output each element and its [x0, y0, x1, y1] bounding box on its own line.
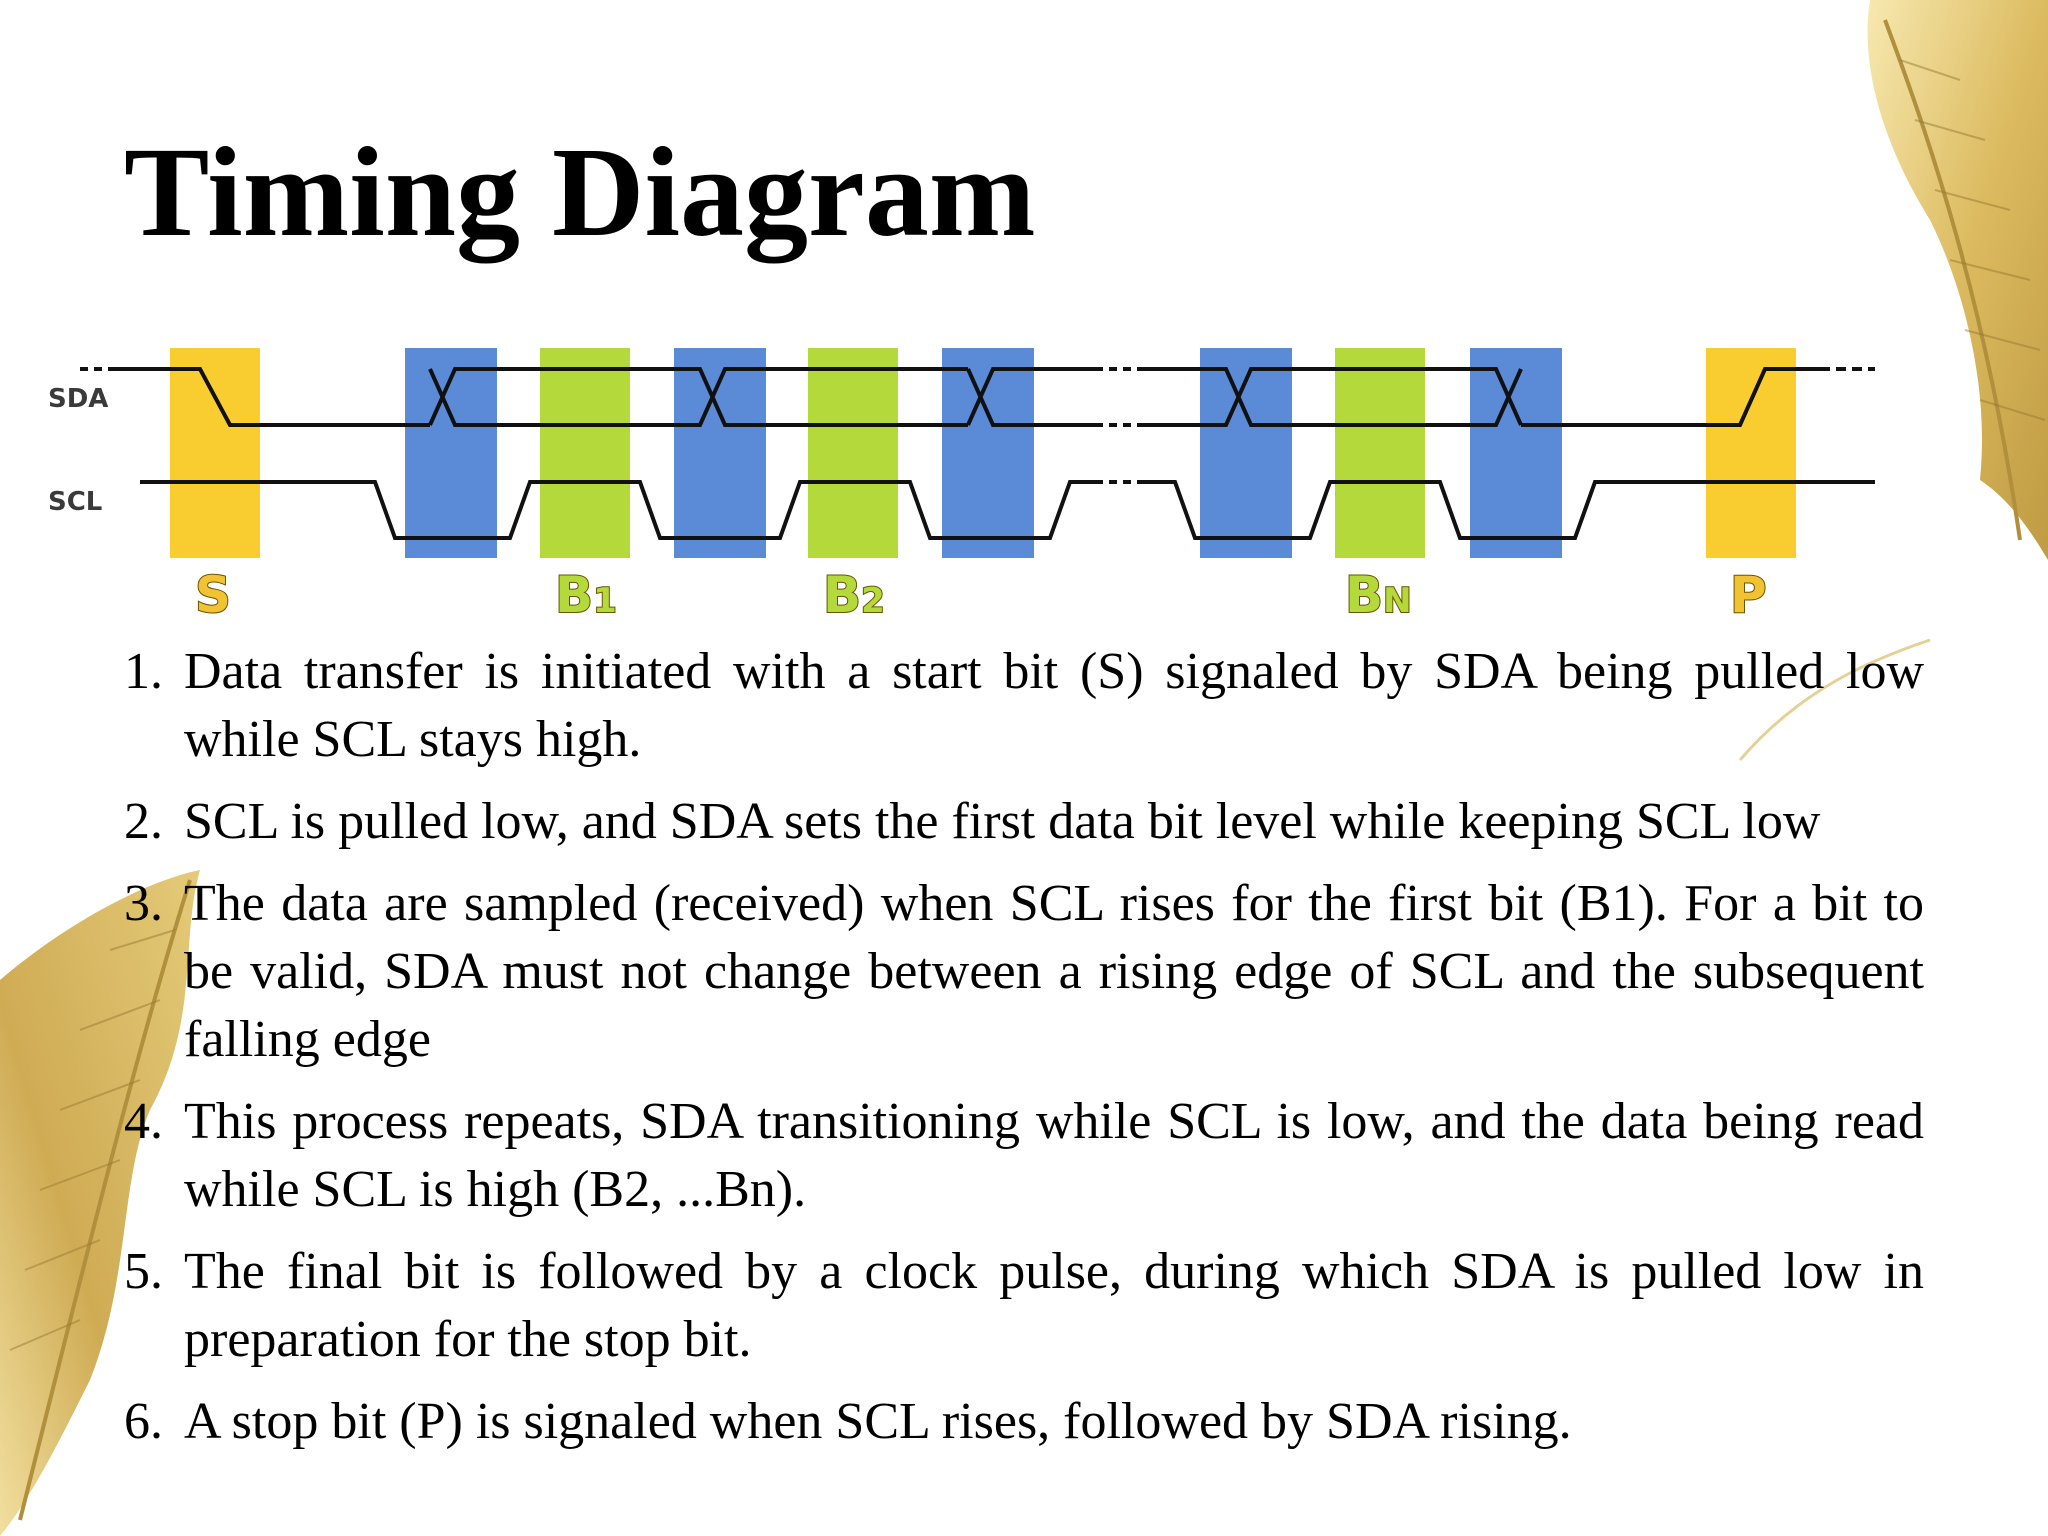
bar-bit-n [1335, 348, 1425, 558]
list-item: 3. The data are sampled (received) when S… [124, 870, 1924, 1074]
list-text: This process repeats, SDA transitioning … [184, 1093, 1924, 1218]
list-item: 2. SCL is pulled low, and SDA sets the fi… [124, 788, 1924, 856]
scl-label: SCL [48, 487, 102, 517]
list-text: A stop bit (P) is signaled when SCL rise… [184, 1393, 1572, 1450]
list-number: 1. [124, 643, 163, 700]
bar-transition-1 [405, 348, 497, 558]
list-item: 5. The final bit is followed by a clock p… [124, 1238, 1924, 1374]
list-item: 4. This process repeats, SDA transitionin… [124, 1088, 1924, 1224]
bit-label-stop: P [1730, 566, 1767, 624]
bit-label-start: S [195, 566, 231, 624]
list-text: Data transfer is initiated with a start … [184, 643, 1924, 768]
bar-stop [1706, 348, 1796, 558]
bit-label-bn: BN [1345, 566, 1412, 624]
sda-waveform [80, 367, 1875, 427]
timing-diagram: SDA SCL S B1 B2 BN P [48, 348, 1875, 625]
list-number: 5. [124, 1243, 163, 1300]
bar-bit-2 [808, 348, 898, 558]
scl-waveform [140, 480, 1875, 540]
bar-bit-1 [540, 348, 630, 558]
sda-label: SDA [48, 384, 108, 414]
page-title: Timing Diagram [124, 121, 1036, 263]
list-number: 2. [124, 793, 163, 850]
top-right-feather [1867, 0, 2048, 560]
list-item: 1. Data transfer is initiated with a star… [124, 638, 1924, 774]
list-item: 6. A stop bit (P) is signaled when SCL ri… [124, 1388, 1924, 1456]
list-number: 4. [124, 1093, 163, 1150]
bit-label-b1: B1 [555, 566, 617, 624]
bottom-left-feather [0, 638, 1931, 1536]
list-text: The final bit is followed by a clock pul… [184, 1243, 1924, 1368]
steps-list: 1. Data transfer is initiated with a star… [124, 638, 1924, 1470]
bar-start [170, 348, 260, 558]
list-number: 3. [124, 875, 163, 932]
list-number: 6. [124, 1393, 163, 1450]
bit-label-b2: B2 [823, 566, 885, 624]
list-text: SCL is pulled low, and SDA sets the firs… [184, 793, 1821, 850]
list-text: The data are sampled (received) when SCL… [184, 875, 1924, 1068]
